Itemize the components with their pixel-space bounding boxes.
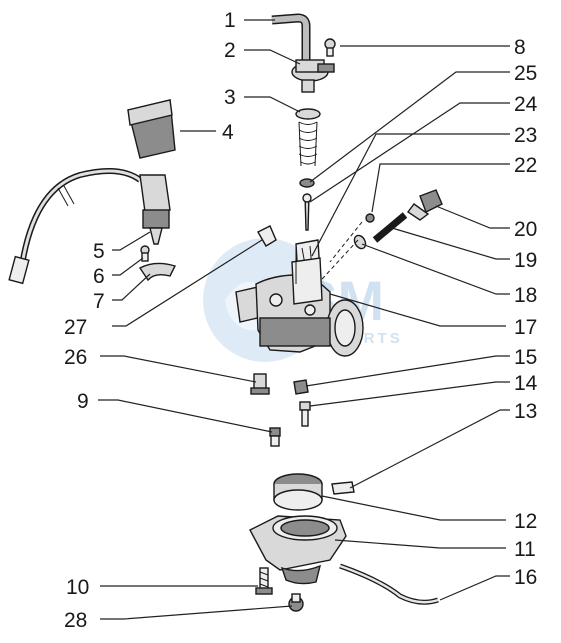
leader-11 <box>334 539 506 549</box>
part-hose-16 <box>339 563 439 605</box>
leader-7 <box>112 273 151 301</box>
part-float-pin-13 <box>331 481 355 495</box>
callout-8: 8 <box>514 36 526 59</box>
leader-18 <box>361 243 510 295</box>
leader-27 <box>112 239 263 327</box>
callout-2: 2 <box>224 39 236 62</box>
callout-9: 9 <box>77 390 89 413</box>
part-fuel-pipe <box>271 13 311 60</box>
callout-18: 18 <box>514 284 537 307</box>
part-screw-26 <box>250 373 270 395</box>
leader-23 <box>311 133 510 257</box>
callout-11: 11 <box>514 538 536 561</box>
part-screw-10 <box>255 567 273 595</box>
leader-15 <box>305 355 510 387</box>
callout-5: 5 <box>93 240 105 263</box>
callout-27: 27 <box>64 316 87 339</box>
callout-16: 16 <box>514 566 537 589</box>
part-cap-4 <box>127 99 176 159</box>
part-carburettor-body <box>235 248 364 357</box>
callout-20: 20 <box>514 218 537 241</box>
callout-22: 22 <box>514 154 537 177</box>
callout-4: 4 <box>222 121 234 144</box>
part-elbow-27 <box>257 225 277 247</box>
part-nut-15 <box>293 379 309 395</box>
leader-26 <box>100 355 257 383</box>
part-screw-8 <box>324 38 336 57</box>
part-jet-22 <box>365 213 375 223</box>
callout-6: 6 <box>93 265 105 288</box>
leader-20 <box>435 205 510 229</box>
callout-3: 3 <box>224 86 236 109</box>
leader-3 <box>244 96 301 113</box>
part-screw-28 <box>288 593 304 612</box>
part-float-bowl-11 <box>249 515 347 585</box>
callout-13: 13 <box>514 400 537 423</box>
part-inlet-cap <box>291 59 335 93</box>
part-needle <box>302 193 312 231</box>
part-cable-assembly <box>8 168 171 285</box>
callout-10: 10 <box>66 576 89 599</box>
part-spring-19 <box>372 212 408 243</box>
part-clamp-7 <box>138 262 176 282</box>
leader-13 <box>349 409 510 489</box>
callout-7: 7 <box>93 290 105 313</box>
leader-5 <box>112 231 151 251</box>
callout-25: 25 <box>514 62 537 85</box>
leader-22 <box>371 163 510 213</box>
callout-26: 26 <box>64 346 87 369</box>
leader-24 <box>309 102 510 203</box>
callout-28: 28 <box>64 609 87 632</box>
callout-numbers: 1 2 3 4 5 6 7 8 9 10 11 12 13 14 15 16 1… <box>64 9 538 632</box>
leader-16 <box>439 575 510 601</box>
leader-17 <box>329 293 506 327</box>
leader-9 <box>98 399 273 433</box>
leader-14 <box>309 381 510 407</box>
part-idle-screw-20 <box>406 189 443 221</box>
part-spring <box>295 108 321 167</box>
leader-lines <box>98 19 510 620</box>
callout-23: 23 <box>514 124 537 147</box>
callout-12: 12 <box>514 510 537 533</box>
part-screw-6 <box>140 245 150 262</box>
callout-17: 17 <box>514 316 537 339</box>
leader-12 <box>321 495 506 521</box>
part-oring-18 <box>353 234 367 250</box>
part-float-12 <box>273 473 323 511</box>
part-jet-14 <box>299 401 311 427</box>
callout-24: 24 <box>514 93 538 116</box>
leader-25 <box>309 71 510 183</box>
leader-28 <box>100 605 293 620</box>
callout-14: 14 <box>514 372 538 395</box>
callout-19: 19 <box>514 249 537 272</box>
leader-2 <box>244 49 301 65</box>
callout-1: 1 <box>224 9 236 32</box>
part-screw-9 <box>269 427 281 447</box>
leader-19 <box>391 227 510 260</box>
callout-15: 15 <box>514 346 537 369</box>
leader-6 <box>112 257 144 276</box>
